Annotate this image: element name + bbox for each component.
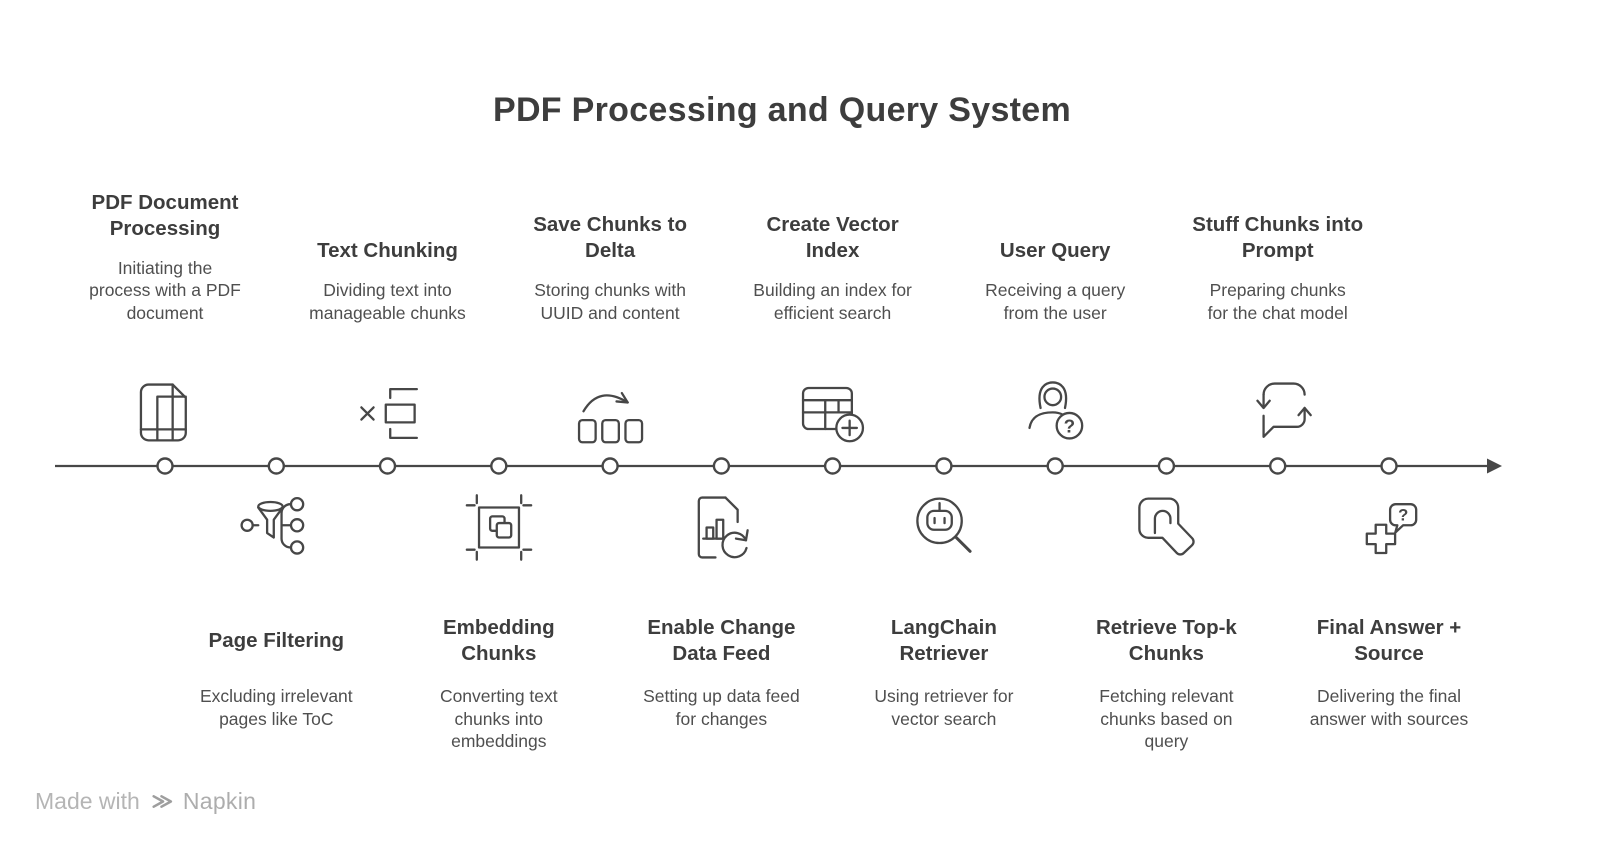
timeline-node [267, 457, 285, 475]
step-title: Stuff Chunks into Prompt [1192, 213, 1364, 262]
step-title-slot: PDF Document Processing [92, 190, 239, 242]
step-title: Enable Change Data Feed [647, 616, 796, 665]
step-title-slot: User Query [1000, 238, 1111, 264]
vector-index-icon [785, 372, 881, 454]
timeline-arrow [55, 457, 1502, 475]
napkin-brand-label: Napkin [182, 787, 257, 814]
step-title: PDF Document Processing [91, 190, 239, 240]
step-description: Converting text chunks into embeddings [439, 686, 558, 751]
step-title: Text Chunking [317, 239, 458, 262]
langchain-retriever-icon [896, 486, 992, 568]
svg-text:?: ? [1398, 505, 1408, 524]
step-title-slot: Stuff Chunks into Prompt [1192, 212, 1363, 264]
step-title: User Query [999, 239, 1111, 262]
text-chunking-icon [340, 372, 436, 454]
step-title-slot: Page Filtering [209, 612, 345, 670]
embedding-chunks-icon [451, 486, 547, 568]
timeline-node [490, 457, 508, 475]
page-filter-icon [228, 486, 324, 568]
step-title: Final Answer + Source [1316, 616, 1462, 665]
step-title-slot: Embedding Chunks [443, 612, 555, 670]
timeline-node [823, 457, 842, 475]
save-chunks-icon [562, 372, 658, 454]
timeline-node [712, 457, 731, 475]
timeline-node [1268, 457, 1287, 475]
timeline-node [601, 457, 619, 475]
step-title: Embedding Chunks [442, 616, 555, 665]
timeline-node [378, 457, 397, 475]
made-with-napkin-footer: Made with Napkin [35, 786, 256, 816]
step-description: Fetching relevant chunks based on query [1099, 686, 1234, 751]
step-title: Page Filtering [208, 629, 345, 652]
final-answer-icon: ? [1341, 486, 1437, 568]
prompt-stuffing-icon [1230, 372, 1326, 454]
step-title-slot: Text Chunking [317, 238, 458, 264]
timeline-node [1380, 457, 1398, 475]
step-title: LangChain Retriever [890, 616, 997, 665]
step-description: Excluding irrelevant pages like ToC [199, 686, 353, 729]
step-title: Create Vector Index [766, 213, 899, 262]
pdf-document-icon [117, 372, 213, 454]
step-title: Save Chunks to Delta [533, 213, 687, 262]
step-description: Receiving a query from the user [985, 280, 1126, 323]
timeline-node [1157, 457, 1176, 475]
user-query-icon: ? [1007, 372, 1103, 454]
timeline-node [1046, 457, 1064, 475]
step-title-slot: Save Chunks to Delta [533, 212, 687, 264]
made-with-label: Made with [35, 787, 140, 814]
step-title-slot: Retrieve Top-k Chunks [1096, 612, 1237, 670]
step-description: Initiating the process with a PDF docume… [89, 257, 241, 323]
step-description: Storing chunks with UUID and content [534, 280, 686, 323]
napkin-logo-icon [149, 789, 174, 814]
change-data-feed-icon [673, 486, 769, 568]
timeline-node [935, 457, 953, 475]
arrowhead-right-icon [1487, 458, 1502, 474]
step-description: Setting up data feed for changes [643, 686, 800, 729]
step-description: Dividing text into manageable chunks [309, 280, 466, 323]
retrieve-topk-icon [1118, 486, 1214, 568]
step-description: Preparing chunks for the chat model [1207, 280, 1348, 323]
step-title-slot: Enable Change Data Feed [647, 612, 795, 670]
step-description: Building an index for efficient search [753, 280, 912, 323]
step-title: Retrieve Top-k Chunks [1095, 616, 1237, 665]
svg-text:?: ? [1064, 415, 1076, 436]
timeline-node [156, 457, 174, 475]
step-description: Delivering the final answer with sources [1309, 686, 1469, 729]
step-title-slot: Create Vector Index [767, 212, 899, 264]
step-title-slot: LangChain Retriever [891, 612, 997, 670]
step-description: Using retriever for vector search [874, 686, 1014, 729]
step-title-slot: Final Answer + Source [1317, 612, 1462, 670]
page-title: PDF Processing and Query System [492, 91, 1072, 129]
